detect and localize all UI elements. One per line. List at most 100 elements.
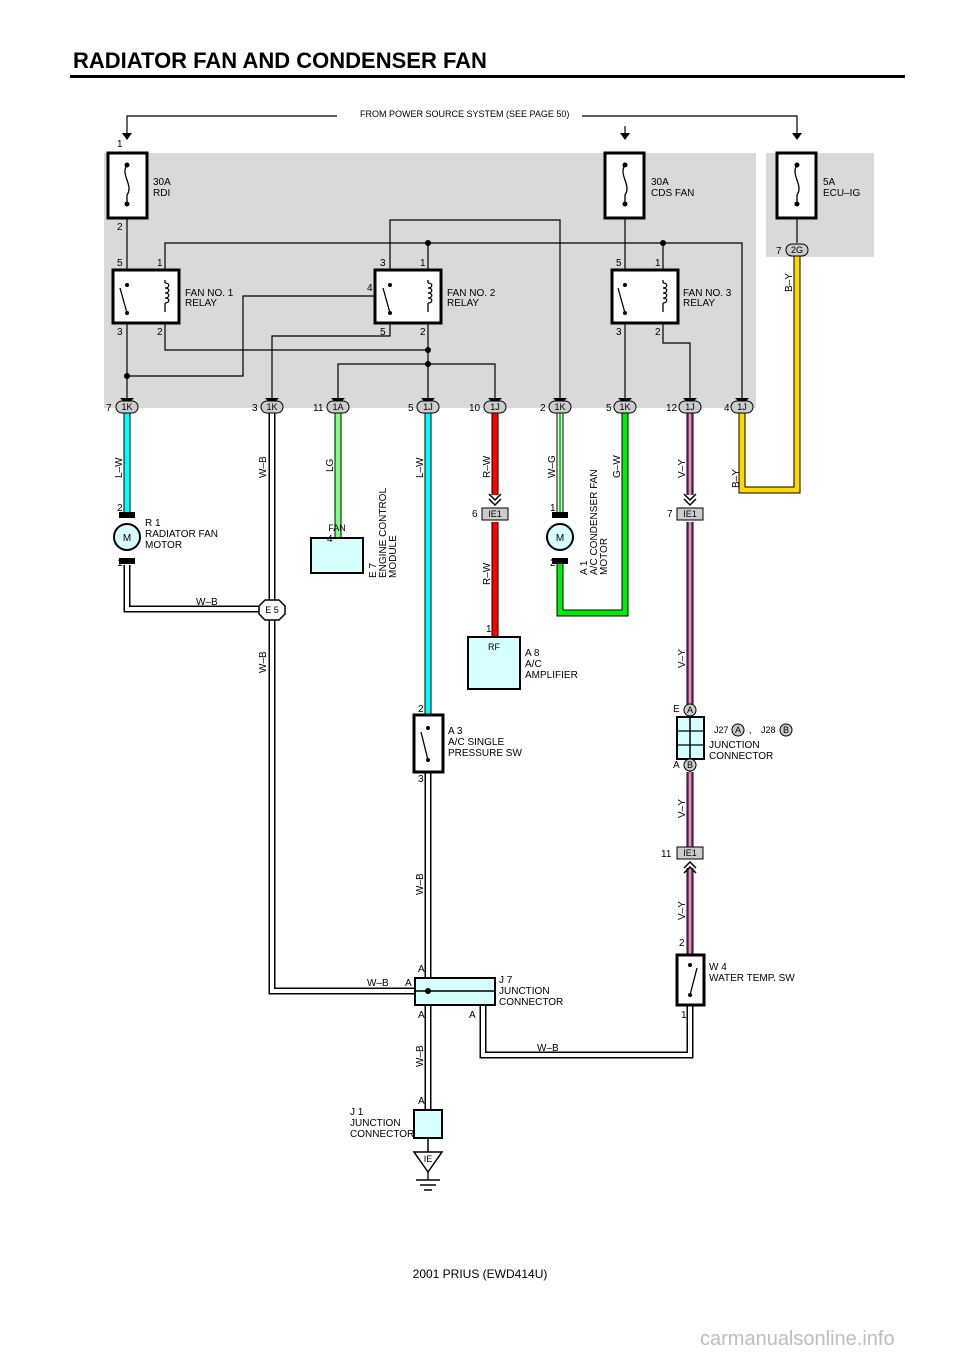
junction-connector-j7 xyxy=(414,977,496,1006)
pin-label: 3 xyxy=(117,327,123,338)
pin-label: 1 xyxy=(655,258,661,269)
junction-connector-j27-j28: A B xyxy=(676,703,705,772)
wire-labels: L–W W–B LG L–W R–W W–G G–W V–Y B–Y B–Y R… xyxy=(114,273,795,1067)
fuse-cds-fan xyxy=(603,151,646,220)
component-line1: RADIATOR FAN xyxy=(145,529,218,540)
pin-label: 11 xyxy=(313,403,324,414)
fuse-name: RDI xyxy=(153,188,170,199)
wire-label: G–W xyxy=(612,455,623,478)
wire-by xyxy=(738,256,801,494)
connector-1j: 1J xyxy=(483,398,507,414)
wire-label: B–Y xyxy=(784,273,795,292)
component-line2: AMPLIFIER xyxy=(525,670,578,681)
connector-label: 1K xyxy=(266,402,277,412)
wire-label: V–Y xyxy=(677,649,688,668)
relay-suffix: RELAY xyxy=(447,298,479,309)
wire-wb-ground xyxy=(123,412,694,1152)
fuse-rating: 30A xyxy=(153,177,171,188)
pin-label: 1 xyxy=(420,258,426,269)
pin-label: A xyxy=(418,1010,425,1021)
connector-label: 1A xyxy=(332,402,343,412)
wire-gw xyxy=(556,412,629,617)
pin-label: 5 xyxy=(616,258,622,269)
fuse-rdi xyxy=(106,151,149,220)
connector-label: IE1 xyxy=(683,509,697,519)
pin-label: 3 xyxy=(616,327,622,338)
pin-label: 1 xyxy=(117,558,123,569)
amplifier-pin-label: RF xyxy=(488,642,500,652)
pin-label: 12 xyxy=(666,403,678,414)
internal-wiring xyxy=(126,218,798,398)
component-line2: CONNECTOR xyxy=(350,1129,414,1140)
connector-label: 1J xyxy=(490,402,500,412)
pin-label: 2 xyxy=(655,327,661,338)
component-line1: WATER TEMP. SW xyxy=(709,973,795,984)
pin-label: 2 xyxy=(540,403,546,414)
wire-label: W–B xyxy=(258,651,269,673)
pin-label: 1 xyxy=(486,624,492,635)
pin-label: 5 xyxy=(380,327,386,338)
pin-label: 1 xyxy=(117,139,123,150)
wire-label: W–B xyxy=(415,1045,426,1067)
connector-1j: 1J xyxy=(678,398,702,414)
component-line2: MOTOR xyxy=(145,540,182,551)
component-sep: , xyxy=(749,725,752,735)
component-line1: A/C xyxy=(525,659,542,670)
wire-label: R–W xyxy=(482,455,493,478)
arrow-icon xyxy=(122,133,132,140)
pin-label: 1 xyxy=(681,1010,687,1021)
wire-label: V–Y xyxy=(677,901,688,920)
component-line1: ENGINE CONTROL xyxy=(378,488,389,578)
wire-label: W–B xyxy=(415,873,426,895)
title-rule xyxy=(70,75,905,78)
pin-label: 7 xyxy=(667,509,673,520)
component-code: A 8 xyxy=(525,648,540,659)
fuse-ecu-ig xyxy=(775,151,818,220)
connector-ie1: IE1 xyxy=(676,493,704,521)
wire-label: W–B xyxy=(258,456,269,478)
connector-label: IE1 xyxy=(683,848,697,858)
relay-fan-1 xyxy=(111,268,181,325)
wire-label: L–W xyxy=(114,457,125,478)
connector-label: E 5 xyxy=(265,605,279,615)
fuse-rating: 5A xyxy=(823,177,836,188)
connector-label: 1K xyxy=(554,402,565,412)
power-line-right xyxy=(582,115,798,138)
pin-label: A xyxy=(405,978,412,989)
pin-label: 3 xyxy=(380,258,386,269)
motor-icon: M xyxy=(123,533,131,544)
component-line2: MODULE xyxy=(388,535,399,578)
pin-label: 4 xyxy=(724,403,730,414)
arrow-icon xyxy=(792,133,802,140)
arrow-icon xyxy=(620,133,630,140)
component-code: J28 xyxy=(761,725,776,735)
component-line1: JUNCTION xyxy=(350,1118,401,1129)
connector-label: 1J xyxy=(685,402,695,412)
component-code: A 1 xyxy=(579,560,590,575)
connector-label: 1J xyxy=(423,402,433,412)
component-code: E 7 xyxy=(368,563,379,578)
connector-label: A xyxy=(687,705,693,715)
connector-1k: 1K xyxy=(260,398,284,414)
pin-label: 2 xyxy=(679,938,685,949)
ac-pressure-switch xyxy=(412,713,445,774)
relay-name: FAN NO. 1 xyxy=(185,288,234,299)
wire-label: R–W xyxy=(482,562,493,585)
connector-label: IE1 xyxy=(488,509,502,519)
power-line-left xyxy=(126,115,337,138)
ac-amplifier-box xyxy=(467,636,521,690)
fuse-name: ECU–IG xyxy=(823,188,860,199)
connector-1k: 1K xyxy=(115,398,139,414)
connector-1j: 1J xyxy=(730,398,754,414)
wire-label: W–G xyxy=(547,455,558,478)
pin-label: 2 xyxy=(418,704,424,715)
component-line2: CONNECTOR xyxy=(709,751,773,762)
component-line2: MOTOR xyxy=(599,538,610,575)
water-temp-switch xyxy=(675,953,706,1007)
pin-label: 5 xyxy=(606,403,612,414)
relay-suffix: RELAY xyxy=(683,298,715,309)
fuse-name: CDS FAN xyxy=(651,188,694,199)
pin-label: 10 xyxy=(469,403,481,414)
pin-label: 2 xyxy=(550,558,556,569)
